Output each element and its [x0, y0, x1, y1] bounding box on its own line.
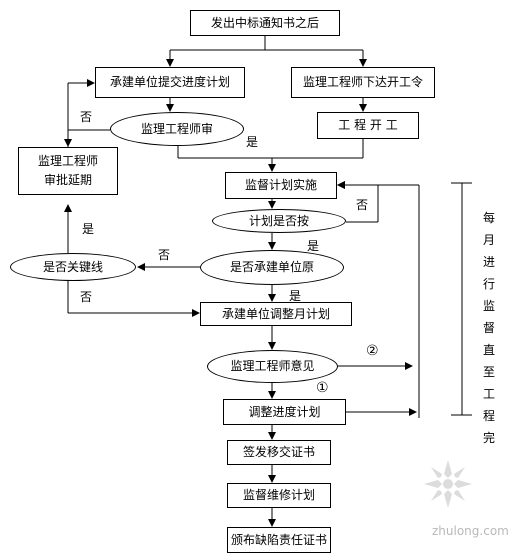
approve-delay-node: 监理工程师 审批延期	[18, 147, 118, 195]
engineer-review-node: 监理工程师审	[110, 112, 244, 146]
label-contractor-no: 否	[158, 248, 171, 262]
label-plan-no: 否	[356, 198, 369, 212]
adjust-schedule-node: 调整进度计划	[223, 399, 346, 425]
start-work-node: 工 程 开 工	[317, 112, 419, 139]
plan-check-node: 计划是否按	[212, 209, 346, 233]
engineer-order-node: 监理工程师下达开工令	[291, 67, 435, 98]
supervise-repair-node: 监督维修计划	[227, 483, 331, 508]
label-plan-yes: 是	[307, 239, 320, 253]
side-note-vertical: 每月进行监督直至工程完	[482, 211, 495, 445]
engineer-opinion-node: 监理工程师意见	[207, 350, 338, 383]
label-circle-2: ②	[366, 343, 379, 359]
supervise-impl-node: 监督计划实施	[225, 172, 337, 199]
submit-plan-node: 承建单位提交进度计划	[95, 67, 245, 98]
label-critical-no: 否	[80, 290, 93, 304]
label-review-no: 否	[80, 110, 93, 124]
contractor-cause-node: 是否承建单位原	[200, 250, 344, 285]
label-circle-1: ①	[316, 380, 329, 396]
adjust-monthly-node: 承建单位调整月计划	[200, 302, 352, 326]
issue-cert-node: 签发移交证书	[227, 440, 331, 465]
approve-delay-line-2: 审批延期	[43, 173, 92, 187]
approve-delay-line-1: 监理工程师	[37, 154, 98, 168]
start-node: 发出中标通知书之后	[190, 10, 340, 36]
watermark-logo-icon	[420, 456, 476, 512]
watermark-text: zhulong.com	[432, 524, 509, 538]
label-contractor-yes: 是	[289, 289, 302, 303]
defect-cert-node: 颁布缺陷责任证书	[227, 527, 331, 553]
critical-path-node: 是否关键线	[10, 253, 136, 281]
label-review-yes: 是	[246, 135, 259, 149]
label-critical-yes: 是	[82, 222, 95, 236]
